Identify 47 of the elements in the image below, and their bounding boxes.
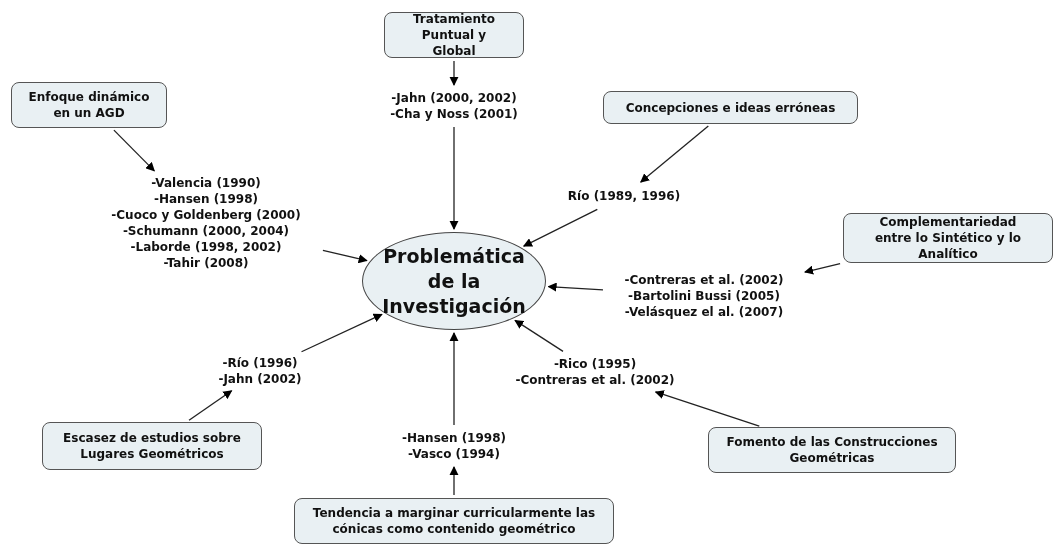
citation-text: -Cha y Noss (2001) [390, 106, 518, 122]
arrow [547, 282, 604, 292]
citation-text: -Jahn (2002) [218, 371, 302, 387]
concept-text: Fomento de las Construcciones Geométricas [725, 434, 939, 466]
arrow [522, 208, 598, 247]
central-topic: Problemática de la Investigación [381, 243, 527, 319]
citation-text: -Jahn (2000, 2002) [391, 90, 517, 106]
citation-text: -Rico (1995) [553, 356, 637, 372]
citation-text: -Valencia (1990) [151, 175, 261, 191]
citation-text: -Río (1996) [222, 355, 298, 371]
citation-text: -Hansen (1998) [401, 430, 506, 446]
arrow [640, 125, 709, 183]
concept-text: Concepciones e ideas erróneas [625, 99, 836, 116]
arrow [113, 129, 155, 172]
arrow [449, 60, 459, 86]
citation-text: -Velásquez el al. (2007) [624, 304, 784, 320]
citation-text: -Laborde (1998, 2002) [130, 239, 282, 255]
arrow [514, 319, 564, 352]
concept-box [294, 498, 614, 544]
citation-text: -Contreras et al. (2002) [624, 272, 784, 288]
concept-text: Complementariedad entre lo Sintético y lo Analítico [873, 214, 1023, 262]
arrow [804, 263, 841, 275]
citation-text: -Vasco (1994) [408, 446, 500, 462]
arrow [654, 390, 760, 427]
arrow [449, 466, 459, 496]
citation-text: -Bartolini Bussi (2005) [628, 288, 780, 304]
citation-text: -Contreras et al. (2002) [515, 372, 675, 388]
concept-text: Tendencia a marginar curricularmente las cónicas como contenido geométrico [311, 505, 597, 537]
citation-text: -Hansen (1998) [153, 191, 258, 207]
concept-box [603, 91, 858, 124]
concept-text: Enfoque dinámico en un AGD [28, 89, 150, 121]
concept-text: Escasez de estudios sobre Lugares Geométricos [62, 430, 242, 462]
concept-box [11, 82, 167, 128]
citation-text: -Schumann (2000, 2004) [122, 223, 290, 239]
citation-text: -Cuoco y Goldenberg (2000) [111, 207, 301, 223]
concept-box [384, 12, 524, 58]
citation-text: Río (1989, 1996) [567, 188, 681, 204]
arrow [300, 313, 383, 353]
arrow [449, 126, 459, 230]
concept-box [843, 213, 1053, 263]
concept-text: Tratamiento Puntual y Global [412, 11, 496, 59]
concept-box [708, 427, 956, 473]
arrow [188, 390, 233, 421]
citation-text: -Tahir (2008) [163, 255, 249, 271]
arrow [449, 332, 459, 426]
arrow [322, 249, 368, 264]
concept-box [42, 422, 262, 470]
